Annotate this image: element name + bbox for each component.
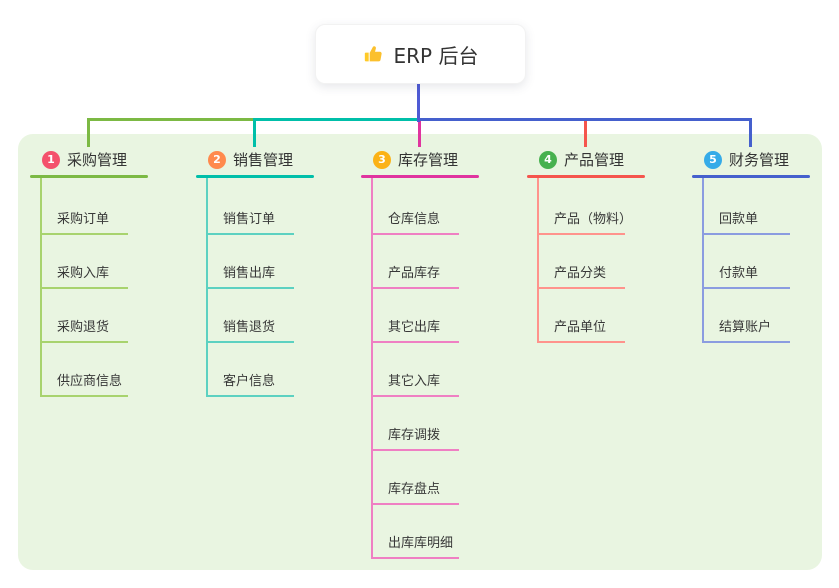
child-node[interactable]: 销售出库 xyxy=(223,266,276,281)
branch-underline xyxy=(692,175,810,178)
child-underline xyxy=(371,233,459,235)
branch-drop-line xyxy=(584,121,587,147)
child-underline xyxy=(537,233,625,235)
root-title: ERP 后台 xyxy=(393,43,479,68)
child-underline xyxy=(40,341,128,343)
child-node[interactable]: 出库库明细 xyxy=(388,536,454,551)
child-underline xyxy=(40,287,128,289)
child-underline xyxy=(371,449,459,451)
child-underline xyxy=(371,557,459,559)
child-underline xyxy=(206,287,294,289)
child-node[interactable]: 产品单位 xyxy=(554,320,607,335)
connector-rail-segment xyxy=(87,118,256,121)
child-node[interactable]: 产品分类 xyxy=(554,266,607,281)
branch-title[interactable]: 产品管理 xyxy=(564,151,625,169)
branches-panel xyxy=(18,134,822,570)
thumbs-up-icon xyxy=(363,43,385,65)
child-node[interactable]: 付款单 xyxy=(719,266,759,281)
branch-drop-line xyxy=(253,118,256,147)
child-node[interactable]: 结算账户 xyxy=(719,320,772,335)
branch-spine-line xyxy=(537,178,539,343)
branch-badge: 3 xyxy=(373,151,391,169)
child-underline xyxy=(537,287,625,289)
child-underline xyxy=(371,341,459,343)
branch-badge: 5 xyxy=(704,151,722,169)
branch-title[interactable]: 销售管理 xyxy=(233,151,294,169)
root-node[interactable]: ERP 后台 xyxy=(315,24,526,84)
child-underline xyxy=(702,341,790,343)
child-node[interactable]: 仓库信息 xyxy=(388,212,441,227)
child-node[interactable]: 库存盘点 xyxy=(388,482,441,497)
branch-underline xyxy=(30,175,148,178)
child-node[interactable]: 供应商信息 xyxy=(57,374,123,389)
branch-drop-line xyxy=(418,121,421,147)
child-node[interactable]: 产品库存 xyxy=(388,266,441,281)
connector-rail-segment xyxy=(253,118,421,121)
branch-badge: 4 xyxy=(539,151,557,169)
branch-title[interactable]: 采购管理 xyxy=(67,151,128,169)
child-node[interactable]: 销售退货 xyxy=(223,320,276,335)
branch-badge: 1 xyxy=(42,151,60,169)
branch-title[interactable]: 财务管理 xyxy=(729,151,790,169)
child-underline xyxy=(206,233,294,235)
connector-rail-segment xyxy=(418,118,752,121)
child-underline xyxy=(371,287,459,289)
child-node[interactable]: 客户信息 xyxy=(223,374,276,389)
branch-drop-line xyxy=(87,118,90,147)
child-underline xyxy=(371,395,459,397)
branch-underline xyxy=(527,175,645,178)
child-node[interactable]: 其它入库 xyxy=(388,374,441,389)
child-node[interactable]: 其它出库 xyxy=(388,320,441,335)
child-node[interactable]: 库存调拨 xyxy=(388,428,441,443)
branch-spine-line xyxy=(702,178,704,343)
child-underline xyxy=(371,503,459,505)
branch-underline xyxy=(196,175,314,178)
branch-title[interactable]: 库存管理 xyxy=(398,151,459,169)
child-node[interactable]: 产品（物料） xyxy=(554,212,633,227)
child-underline xyxy=(537,341,625,343)
child-underline xyxy=(702,233,790,235)
child-underline xyxy=(40,233,128,235)
branch-drop-line xyxy=(749,118,752,147)
branch-spine-line xyxy=(371,178,373,559)
branch-underline xyxy=(361,175,479,178)
child-node[interactable]: 销售订单 xyxy=(223,212,276,227)
root-connector-line xyxy=(417,82,420,122)
child-underline xyxy=(206,341,294,343)
child-node[interactable]: 采购退货 xyxy=(57,320,110,335)
child-underline xyxy=(40,395,128,397)
child-underline xyxy=(702,287,790,289)
child-node[interactable]: 采购订单 xyxy=(57,212,110,227)
child-node[interactable]: 回款单 xyxy=(719,212,759,227)
branch-badge: 2 xyxy=(208,151,226,169)
child-underline xyxy=(206,395,294,397)
child-node[interactable]: 采购入库 xyxy=(57,266,110,281)
